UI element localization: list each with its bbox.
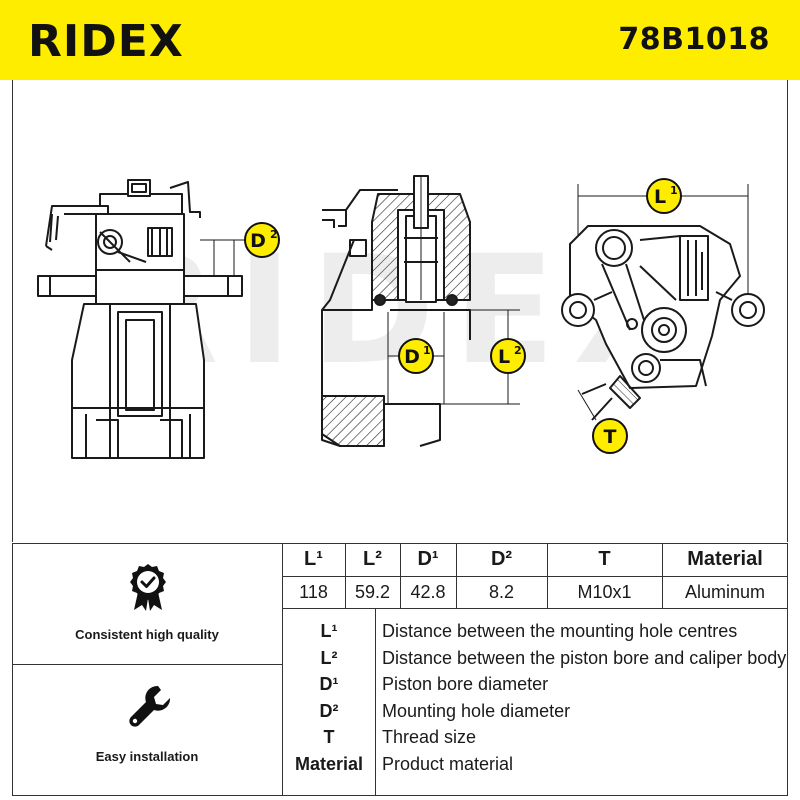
spec-col-sep: [662, 543, 663, 608]
callout-l2: L 2: [490, 338, 526, 374]
callout-l2-label: L: [498, 346, 510, 368]
legend-key-d2: D²: [319, 701, 339, 721]
legend-desc-l1: Distance between the mounting hole centr…: [382, 621, 738, 641]
feature-divider: [12, 664, 282, 665]
legend-key-l1: L¹: [320, 621, 338, 641]
spec-col-sep: [345, 543, 346, 608]
callout-d1-label: D: [404, 346, 420, 368]
part-number: 78B1018: [618, 22, 770, 57]
spec-value-material: Aluminum: [684, 581, 766, 602]
spec-value-line: [282, 608, 788, 609]
legend-desc-d2: Mounting hole diameter: [382, 701, 571, 721]
spec-header-t: T: [598, 548, 611, 570]
legend-col-sep: [375, 608, 376, 796]
callout-d2-label: D: [250, 230, 266, 252]
legend-desc-material: Product material: [382, 754, 514, 774]
callout-l1: L 1: [646, 178, 682, 214]
callout-t-label: T: [604, 426, 617, 448]
legend-desc-d1: Piston bore diameter: [382, 674, 549, 694]
spec-header-material: Material: [687, 548, 763, 570]
spec-value-t: M10x1: [577, 581, 632, 602]
legend-desc-l2: Distance between the piston bore and cal…: [382, 648, 787, 668]
callout-l2-sup: 2: [514, 344, 522, 357]
spec-value-l2: 59.2: [354, 581, 391, 602]
spec-value-d1: 42.8: [410, 581, 446, 602]
info-divider: [282, 543, 283, 796]
spec-header-d1: D¹: [417, 548, 439, 570]
legend-desc-t: Thread size: [382, 727, 477, 747]
callout-l1-label: L: [654, 186, 666, 208]
spec-col-sep: [400, 543, 401, 608]
spec-value-d2: 8.2: [488, 581, 515, 602]
spec-header-line: [282, 576, 788, 577]
callout-t: T: [592, 418, 628, 454]
legend-key-l2: L²: [320, 648, 338, 668]
spec-header-d2: D²: [490, 548, 513, 570]
spec-header-l1: L¹: [304, 548, 323, 570]
caliper-front-view: [37, 179, 244, 459]
spec-col-sep: [456, 543, 457, 608]
spec-header-l2: L²: [363, 548, 382, 570]
caliper-section-view: [321, 175, 520, 447]
feature-label-installation: Easy installation: [95, 749, 199, 764]
wrench-icon: [129, 685, 171, 727]
spec-value-l1: 118: [299, 581, 328, 602]
header-bar: RIDEX 78B1018: [0, 0, 800, 80]
feature-label-quality: Consistent high quality: [75, 627, 219, 642]
callout-d1-sup: 1: [423, 344, 431, 357]
drawing-frame: [12, 80, 788, 542]
brand-logo-text: RIDEX: [28, 16, 184, 64]
callout-d1: D 1: [398, 338, 434, 374]
callout-d2-sup: 2: [270, 228, 278, 241]
legend-key-t: T: [323, 727, 335, 747]
legend-key-material: Material: [294, 754, 364, 774]
callout-d2: D 2: [244, 222, 280, 258]
badge-check-icon: [130, 564, 166, 611]
brand-logo: RIDEX: [28, 16, 184, 64]
caliper-diagram: RIDEX: [37, 175, 765, 459]
caliper-side-view: [561, 184, 765, 421]
callout-l1-sup: 1: [670, 184, 678, 197]
spec-col-sep: [547, 543, 548, 608]
legend-key-d1: D¹: [319, 674, 339, 694]
